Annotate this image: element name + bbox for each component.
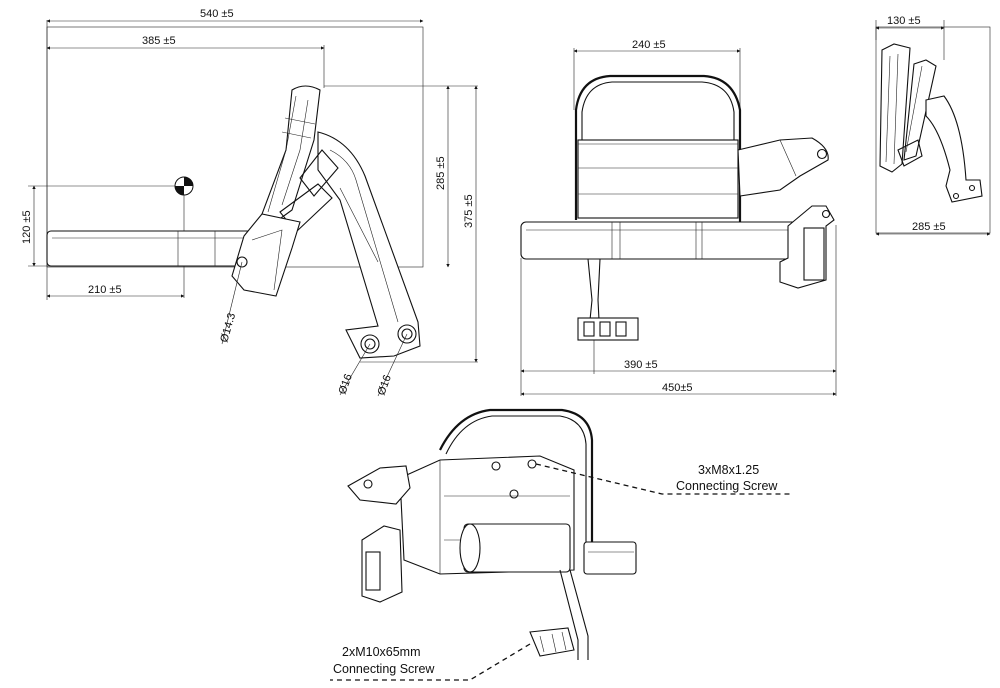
- iso-backrest-frame: [439, 408, 594, 560]
- bolt-b: [397, 324, 417, 344]
- dim-front-overall-width: 450±5: [662, 382, 693, 394]
- side-view: 540 ±5 385 ±5 285 ±5 375 ±5 120 ±5 210 ±…: [21, 8, 478, 397]
- seat-cushion-side: [46, 230, 260, 267]
- dim-side-overall-width: 540 ±5: [200, 8, 234, 20]
- center-of-gravity-icon: [174, 176, 194, 196]
- dim-hole-b: Ø16: [376, 373, 394, 397]
- seat-cushion-front: [520, 221, 816, 260]
- dim-side-height-285: 285 ±5: [435, 156, 447, 190]
- dim-front-back-width: 240 ±5: [632, 39, 666, 51]
- note-m10-line1: 2xM10x65mm: [342, 645, 421, 659]
- front-view: 240 ±5 390 ±5 450±5: [520, 39, 837, 396]
- iso-seat-extension: [583, 541, 637, 575]
- m8-screw-leader: [535, 463, 790, 495]
- iso-left-clamp: [361, 525, 403, 603]
- side-bracket-front: [737, 137, 829, 197]
- isometric-view: [330, 408, 790, 681]
- folded-seat: [879, 43, 983, 203]
- iso-footrest: [529, 627, 575, 657]
- dim-folded-depth-top: 130 ±5: [887, 15, 921, 27]
- iso-cushion: [459, 523, 571, 573]
- mount-bracket-front: [779, 205, 835, 289]
- dim-hole-a: Ø16: [337, 372, 355, 396]
- dim-side-pivot-width: 385 ±5: [142, 35, 176, 47]
- front-bracket-side: [231, 213, 301, 297]
- iso-left-bracket: [347, 465, 411, 505]
- dim-front-mount-width: 390 ±5: [624, 359, 658, 371]
- footrest-front: [577, 258, 639, 341]
- backrest-front: [574, 74, 742, 222]
- backrest-side: [261, 85, 321, 227]
- note-m8-line1: 3xM8x1.25: [698, 463, 759, 477]
- iso-footrest-arm: [559, 569, 589, 660]
- m10-screw-leader: [330, 643, 531, 681]
- dim-side-height-375: 375 ±5: [463, 194, 475, 228]
- bolt-a: [360, 334, 380, 354]
- dim-side-seat-height: 120 ±5: [21, 210, 33, 244]
- dim-hole-small: Ø14.3: [218, 312, 238, 344]
- note-m10-line2: Connecting Screw: [333, 662, 435, 676]
- note-m8-line2: Connecting Screw: [676, 479, 778, 493]
- dim-side-seat-depth: 210 ±5: [88, 284, 122, 296]
- folded-view: 130 ±5 285 ±5: [875, 15, 991, 236]
- dim-folded-depth-bottom: 285 ±5: [912, 221, 946, 233]
